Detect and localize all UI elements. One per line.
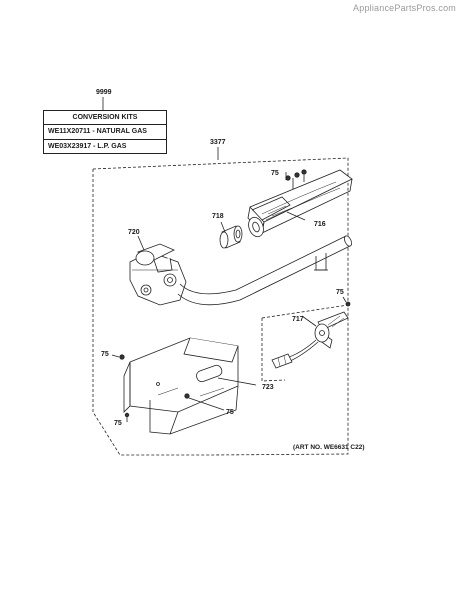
callout-718: 718 — [212, 213, 224, 220]
callout-75-bracket: 75 — [226, 409, 234, 416]
conversion-kit-natural-gas: WE11X20711 - NATURAL GAS — [48, 128, 147, 135]
callout-717: 717 — [292, 316, 304, 323]
manifold-pipe — [177, 235, 352, 306]
leader-716 — [286, 211, 306, 221]
site-watermark: AppliancePartsPros.com — [353, 3, 456, 13]
leader-718 — [220, 221, 226, 233]
leader-720 — [137, 235, 145, 251]
leader-717 — [301, 315, 317, 327]
conversion-kits-title: CONVERSION KITS — [44, 111, 166, 125]
callout-75-left: 75 — [101, 351, 109, 358]
gas-valve-720 — [129, 243, 187, 306]
bracket-screw-lower — [184, 393, 190, 399]
conversion-kit-part-number: 9999 — [96, 89, 112, 96]
igniter-screw — [345, 301, 351, 307]
callout-723: 723 — [262, 384, 274, 391]
art-number: (ART NO. WE6631 C22) — [293, 444, 365, 451]
callout-716: 716 — [314, 221, 326, 228]
bracket-screw-left — [119, 354, 125, 360]
insert-718 — [219, 225, 243, 249]
leader-723 — [217, 377, 257, 386]
assembly-outline — [92, 157, 349, 456]
conversion-kits-table: CONVERSION KITS WE11X20711 - NATURAL GAS… — [43, 110, 167, 154]
igniter-717 — [271, 311, 349, 369]
bracket-723 — [123, 337, 239, 435]
callout-720: 720 — [128, 229, 140, 236]
conversion-kit-lp-gas: WE03X23917 - L.P. GAS — [44, 139, 166, 154]
callout-75-bottom: 75 — [114, 420, 122, 427]
bottom-screw — [124, 412, 130, 418]
igniter-outline — [261, 304, 349, 319]
screws-top — [285, 169, 307, 181]
callout-75-igniter: 75 — [336, 289, 344, 296]
burner-assembly — [247, 169, 353, 238]
callout-75-top: 75 — [271, 170, 279, 177]
callout-3377: 3377 — [210, 139, 226, 146]
